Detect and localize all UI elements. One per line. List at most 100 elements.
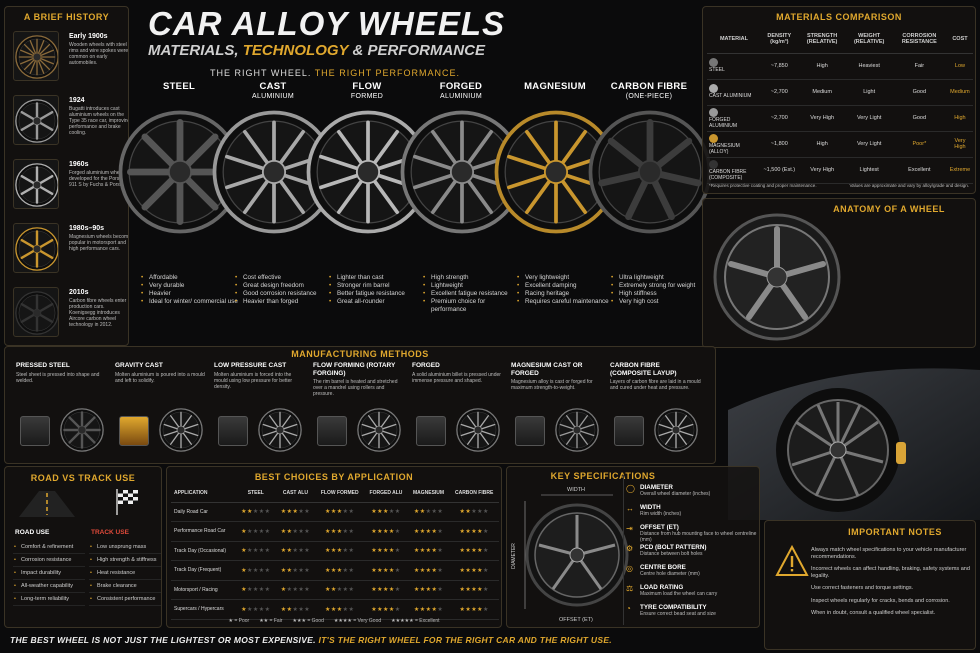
material-swatch-icon (709, 107, 718, 117)
best-choices-row: Supercars / Hypercars★★★★★★★★★★★★★★★★★★★… (171, 599, 499, 620)
best-choices-header: FLOW FORMED (315, 484, 365, 503)
rating-stars: ★★★★★ (275, 580, 316, 600)
note-item: Always match wheel specifications to you… (811, 547, 967, 560)
rating-stars: ★★★★★ (449, 541, 499, 561)
best-choices-row: Track Day (Occasional)★★★★★★★★★★★★★★★★★★… (171, 541, 499, 561)
materials-footnote1: *Requires protective coating and proper … (709, 182, 817, 188)
materials-header: DENSITY (kg/m³) (760, 25, 798, 54)
rating-stars: ★★★★★ (407, 560, 450, 581)
history-text: Carbon fibre wheels enter production car… (69, 298, 127, 328)
application-name: Motorsport / Racing (171, 580, 236, 600)
star-rating-icon: ★★★★★ (413, 587, 444, 594)
materials-cell: Good (891, 105, 947, 132)
star-rating-icon: ★★★★★ (459, 606, 489, 613)
star-rating-icon: ★★★★★ (413, 606, 444, 613)
title-line2: MATERIALS, TECHNOLOGY & PERFORMANCE (148, 42, 485, 59)
wheel-feature: Great design freedom (234, 282, 334, 290)
tagline: THE RIGHT WHEEL. THE RIGHT PERFORMANCE. (210, 68, 461, 78)
material-swatch-icon (709, 58, 718, 68)
wheel-features: Very lightweightExcellent dampingRacing … (516, 274, 616, 306)
rating-stars: ★★★★★ (449, 580, 499, 600)
spec-icon: ↔ (626, 504, 634, 513)
wheel-feature: Requires careful maintenance (516, 298, 616, 306)
manufacturing-process-icon (119, 416, 149, 446)
key-spec-text: Rim width (inches) (640, 511, 682, 517)
material-swatch-icon (709, 133, 718, 143)
star-rating-icon: ★★★★★ (325, 509, 355, 516)
rating-stars: ★★★★★ (235, 502, 276, 522)
history-text: Wooden wheels with steel rims and wire s… (69, 42, 129, 66)
material-name: CARBON FIBRE (COMPOSITE) (709, 168, 747, 181)
wheel-type-name: STEEL (162, 81, 196, 92)
application-name: Track Day (Occasional) (171, 541, 236, 561)
track-use-item: Low unsprung mass (89, 541, 161, 554)
key-spec-item: ⇥OFFSET (ET)Distance from hub mounting f… (626, 524, 760, 543)
notes-panel: IMPORTANT NOTES Always match wheel speci… (764, 520, 976, 650)
road-use-item: Long-term reliability (13, 593, 85, 606)
main-title: CAR ALLOY WHEELS MATERIALS, TECHNOLOGY &… (148, 6, 548, 79)
history-year: 1960s (69, 161, 89, 168)
rating-stars: ★★★★★ (449, 599, 499, 620)
material-swatch-icon (709, 159, 718, 169)
history-wheel-icon (15, 99, 58, 143)
materials-cell: MAGNESIUM (ALLOY) (707, 131, 761, 158)
star-rating-icon: ★★★★★ (241, 528, 271, 535)
rating-stars: ★★★★★ (315, 580, 365, 600)
manufacturing-process-icon (416, 416, 446, 446)
wheel-feature: Cost effective (234, 274, 334, 282)
wheel-type-name: CARBON FIBRE (610, 81, 688, 92)
rating-legend-item: ★ = Poor (228, 618, 250, 624)
star-rating-icon: ★★★★★ (325, 548, 355, 555)
rating-stars: ★★★★★ (235, 521, 276, 542)
key-spec-text: Maximum load the wheel can carry (640, 591, 718, 597)
wheel-type-label: MAGNESIUM (505, 82, 605, 92)
road-track-panel: ROAD VS TRACK USE ROAD USE Comfort & ref… (4, 466, 162, 628)
key-spec-item: ⚙PCD (BOLT PATTERN)Distance between bolt… (626, 544, 760, 557)
rating-stars: ★★★★★ (407, 521, 450, 542)
manufacturing-wheel-icon (456, 408, 500, 452)
materials-cell: Low (946, 53, 973, 80)
warning-icon (775, 545, 809, 576)
rating-legend: ★ = Poor★★ = Fair★★★ = Good★★★★ = Very G… (167, 618, 501, 624)
materials-cell: Very Light (846, 131, 892, 158)
wheel-feature: Heavier (140, 290, 240, 298)
rating-stars: ★★★★★ (449, 502, 499, 522)
wheel-image-2 (212, 110, 336, 234)
history-thumbnail (13, 159, 59, 209)
star-rating-icon: ★★★★★ (280, 548, 311, 555)
manufacturing-wheel-icon (654, 408, 698, 452)
materials-cell: High (797, 53, 847, 80)
car-wheel-image (728, 368, 980, 520)
materials-cell: ~2,700 (760, 105, 798, 132)
rating-legend-item: ★★★★★ = Excellent (391, 618, 440, 624)
star-rating-icon: ★★★★★ (280, 528, 311, 535)
key-spec-title: WIDTH (640, 504, 661, 511)
best-choices-row: Performance Road Car★★★★★★★★★★★★★★★★★★★★… (171, 521, 499, 542)
materials-cell: High (797, 131, 847, 158)
rating-stars: ★★★★★ (315, 560, 365, 581)
note-item: Incorrect wheels can affect handling, br… (811, 566, 970, 579)
manufacturing-wheel-icon (555, 408, 599, 452)
wheel-type-name: MAGNESIUM (524, 81, 586, 92)
star-rating-icon: ★★★★★ (325, 587, 355, 594)
history-text: Forged aluminium wheels developed for th… (69, 170, 129, 188)
key-spec-text: Ensure correct bead seat and size (640, 611, 716, 617)
star-rating-icon: ★★★★★ (459, 509, 489, 516)
materials-cell: ~7,850 (760, 53, 798, 80)
road-icon (19, 491, 75, 517)
key-spec-title: TYRE COMPATIBILITY (640, 604, 707, 611)
star-rating-icon: ★★★★★ (459, 567, 489, 574)
star-rating-icon: ★★★★★ (413, 509, 444, 516)
track-use-item: Consistent performance (89, 593, 161, 606)
wheel-feature: Affordable (140, 274, 240, 282)
star-rating-icon: ★★★★★ (413, 567, 444, 574)
history-title: A BRIEF HISTORY (23, 12, 110, 22)
